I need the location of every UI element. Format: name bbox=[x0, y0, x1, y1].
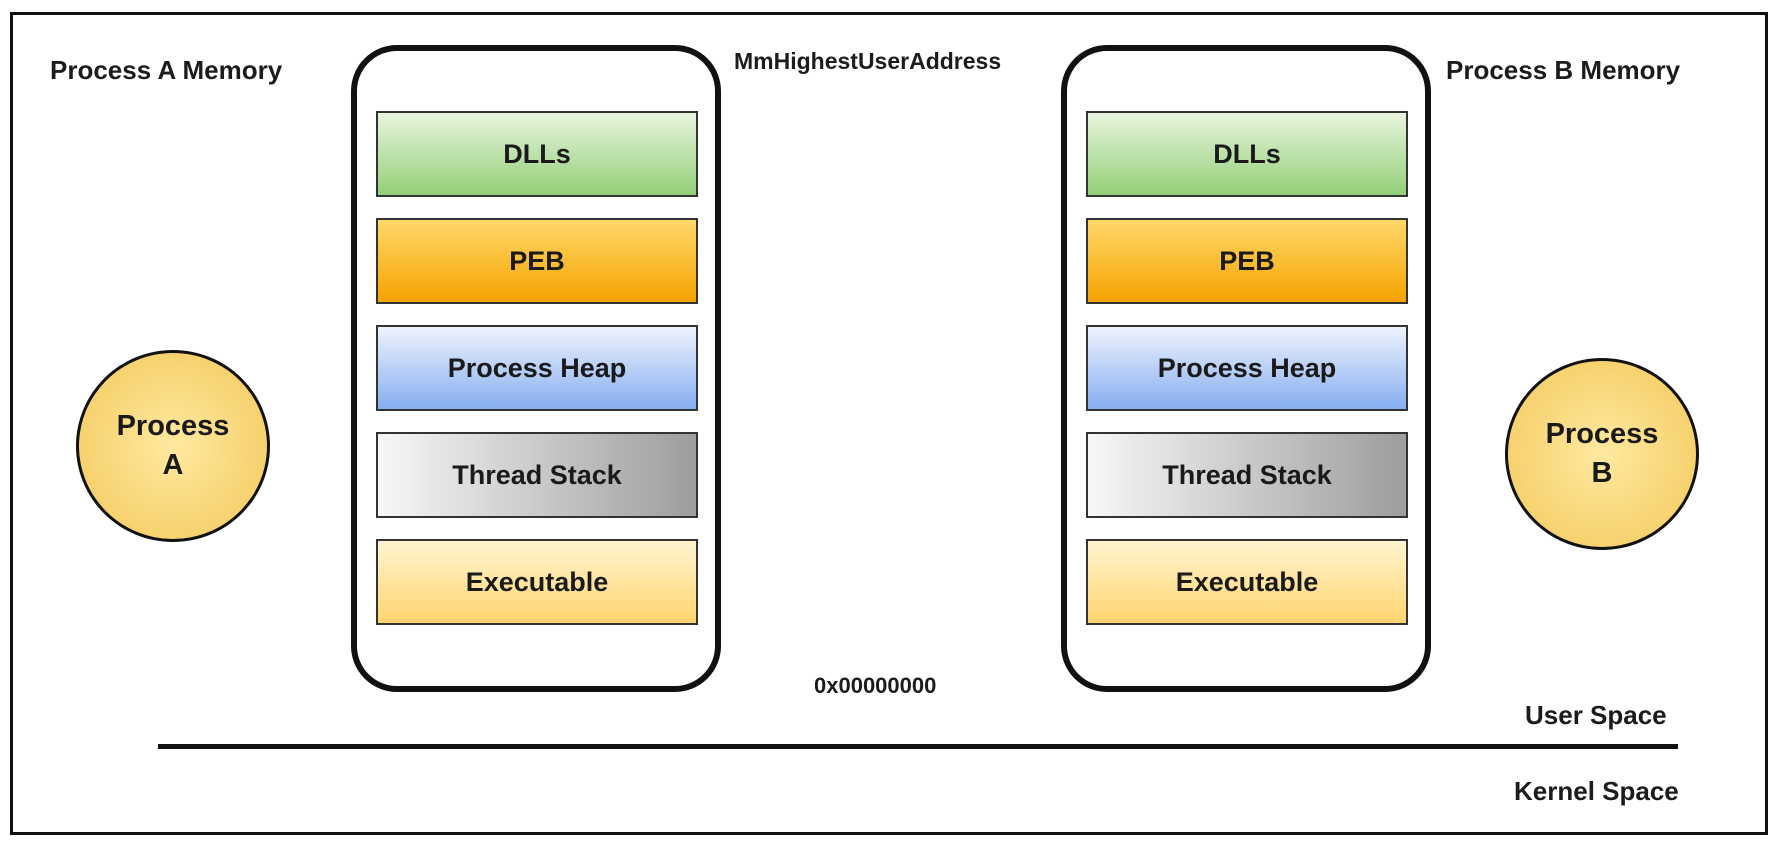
process-a-peb-region: PEB bbox=[376, 218, 698, 304]
process-a-circle: Process A bbox=[76, 350, 270, 542]
process-b-thread-stack-region: Thread Stack bbox=[1086, 432, 1408, 518]
process-b-dlls-region: DLLs bbox=[1086, 111, 1408, 197]
process-b-memory-block: DLLs PEB Process Heap Thread Stack Execu… bbox=[1061, 45, 1431, 692]
process-b-circle-line1: Process bbox=[1545, 417, 1659, 450]
process-a-circle-line2: A bbox=[162, 449, 184, 481]
process-b-executable-region: Executable bbox=[1086, 539, 1408, 625]
process-b-circle-line2: B bbox=[1591, 457, 1613, 489]
user-kernel-divider bbox=[158, 744, 1678, 749]
process-a-dlls-region: DLLs bbox=[376, 111, 698, 197]
process-a-memory-block: DLLs PEB Process Heap Thread Stack Execu… bbox=[351, 45, 721, 692]
diagram-frame bbox=[10, 12, 1768, 835]
process-a-heap-region: Process Heap bbox=[376, 325, 698, 411]
process-a-executable-region: Executable bbox=[376, 539, 698, 625]
process-b-heap-region: Process Heap bbox=[1086, 325, 1408, 411]
highest-user-address-label: MmHighestUserAddress bbox=[734, 48, 1002, 74]
zero-address-label: 0x00000000 bbox=[814, 673, 937, 698]
process-b-peb-region: PEB bbox=[1086, 218, 1408, 304]
process-a-circle-line1: Process bbox=[116, 409, 230, 442]
kernel-space-label: Kernel Space bbox=[1514, 776, 1679, 806]
process-a-thread-stack-region: Thread Stack bbox=[376, 432, 698, 518]
process-b-circle: Process B bbox=[1505, 358, 1699, 550]
process-a-memory-title: Process A Memory bbox=[50, 55, 283, 85]
process-b-memory-title: Process B Memory bbox=[1446, 55, 1681, 85]
user-space-label: User Space bbox=[1525, 700, 1667, 730]
